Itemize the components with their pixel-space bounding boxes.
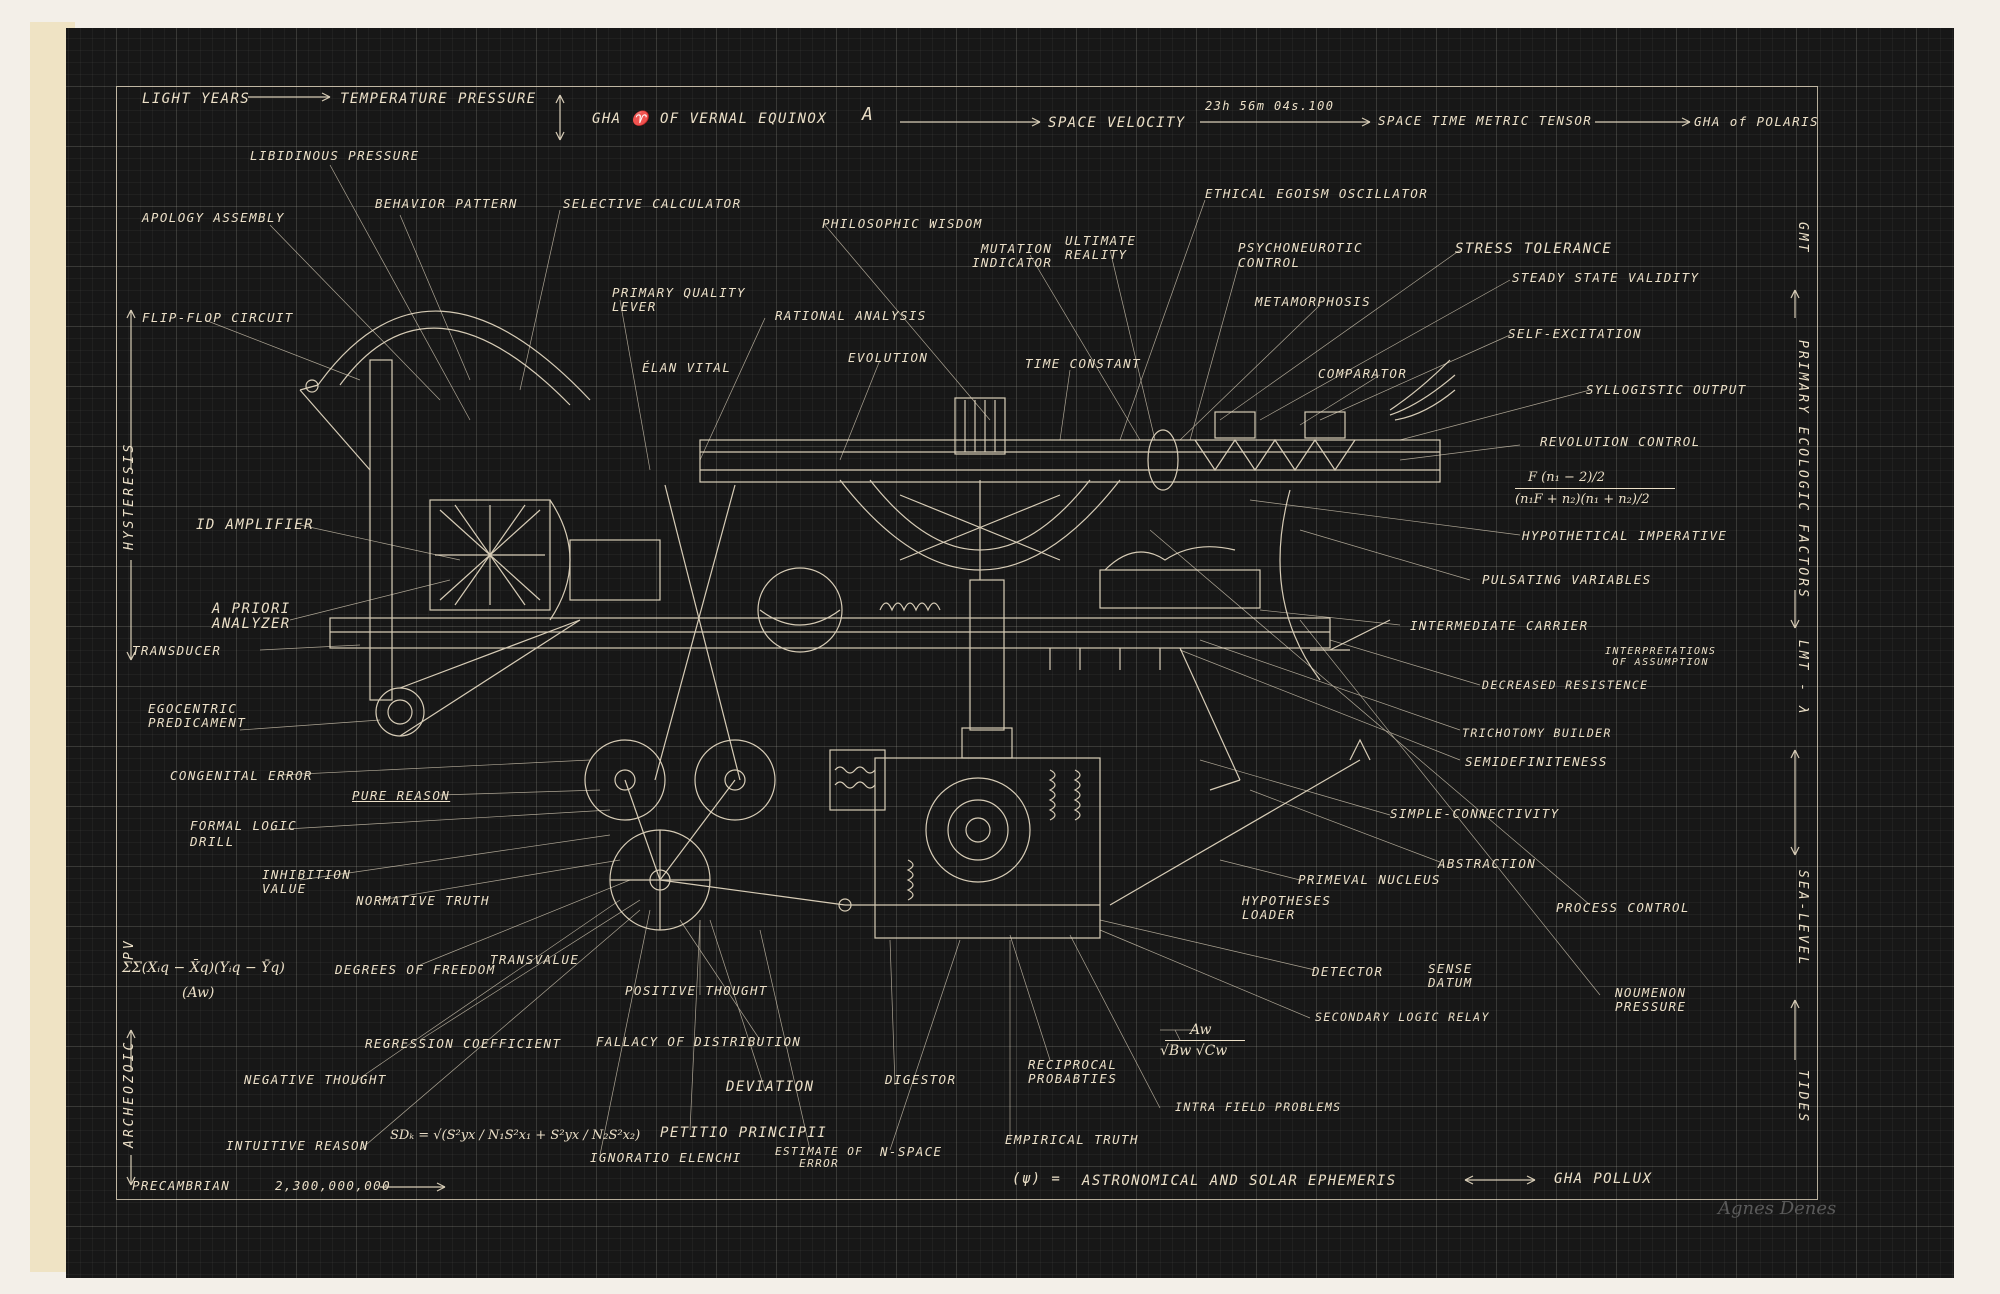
gha-polaris-label: GHA of POLARIS — [1694, 114, 1819, 129]
degrees-of-freedom-label: DEGREES OF FREEDOM — [335, 962, 496, 977]
self-excitation-label: SELF-EXCITATION — [1508, 326, 1642, 341]
space-velocity-label: SPACE VELOCITY — [1048, 115, 1186, 131]
psi-label: (ψ) = — [1012, 1171, 1062, 1187]
empirical-truth-label: EMPIRICAL TRUTH — [1005, 1132, 1139, 1147]
normative-truth-label: NORMATIVE TRUTH — [356, 893, 490, 908]
congenital-error-label: CONGENITAL ERROR — [170, 768, 313, 783]
deviation-label: DEVIATION — [726, 1079, 815, 1095]
transducer-label: TRANSDUCER — [132, 643, 222, 658]
egocentric-predicament-label: EGOCENTRIC PREDICAMENT — [148, 701, 247, 730]
time-value-label: 23h 56m 04s.100 — [1205, 99, 1335, 113]
psychoneurotic-control-label: PSYCHONEUROTIC CONTROL — [1238, 240, 1363, 270]
evolution-label: EVOLUTION — [848, 350, 929, 365]
secondary-logic-relay-label: SECONDARY LOGIC RELAY — [1315, 1010, 1490, 1024]
libidinous-pressure-label: LIBIDINOUS PRESSURE — [250, 148, 420, 163]
blueprint-sheet — [66, 28, 1954, 1278]
fallacy-label: FALLACY OF DISTRIBUTION — [596, 1034, 802, 1049]
gmt-label: GMT — [1795, 222, 1810, 255]
syllogistic-output-label: SYLLOGISTIC OUTPUT — [1586, 382, 1747, 397]
apology-assembly-label: APOLOGY ASSEMBLY — [142, 210, 285, 225]
rational-analysis-label: RATIONAL ANALYSIS — [775, 308, 927, 323]
n-space-label: N-SPACE — [880, 1144, 943, 1159]
simple-connectivity-label: SIMPLE-CONNECTIVITY — [1390, 806, 1560, 821]
temperature-pressure-label: TEMPERATURE PRESSURE — [340, 91, 537, 107]
time-constant-label: TIME CONSTANT — [1025, 356, 1142, 371]
sum-formula: ΣΣ(Xᵢq − X̄q)(Yᵢq − Ȳq) — [122, 960, 285, 976]
gha-pollux-label: GHA POLLUX — [1554, 1171, 1653, 1187]
primary-quality-lever-label: PRIMARY QUALITY LEVER — [612, 285, 746, 314]
archeozoic-label: ARCHEOZOIC — [122, 1039, 137, 1148]
behavior-pattern-label: BEHAVIOR PATTERN — [375, 196, 518, 211]
ethical-egoism-label: ETHICAL EGOISM OSCILLATOR — [1205, 186, 1429, 201]
trichotomy-builder-label: TRICHOTOMY BUILDER — [1462, 726, 1612, 740]
interpretations-label: INTERPRETATIONS OF ASSUMPTION — [1605, 646, 1717, 668]
intra-field-label: INTRA FIELD PROBLEMS — [1175, 1100, 1342, 1114]
space-time-label: SPACE TIME METRIC TENSOR — [1378, 113, 1593, 128]
hysteresis-label: HYSTERESIS — [122, 441, 137, 550]
positive-thought-label: POSITIVE THOUGHT — [625, 983, 768, 998]
estimate-of-error-label: ESTIMATE OF ERROR — [775, 1145, 864, 1171]
stress-tolerance-label: STRESS TOLERANCE — [1455, 241, 1613, 257]
selective-calculator-label: SELECTIVE CALCULATOR — [563, 196, 742, 211]
sense-datum-label: SENSE DATUM — [1428, 961, 1473, 990]
hypothetical-imperative-label: HYPOTHETICAL IMPERATIVE — [1522, 528, 1728, 543]
elan-vital-label: ÉLAN VITAL — [642, 360, 732, 375]
steady-state-label: STEADY STATE VALIDITY — [1512, 270, 1700, 285]
formal-logic-drill-label: FORMAL LOGIC DRILL — [190, 818, 298, 850]
sd-formula: SDₖ = √(S²yx / N₁S²x₁ + S²yx / N₂S²x₂) — [390, 1128, 641, 1143]
process-control-label: PROCESS CONTROL — [1556, 900, 1690, 915]
tides-label: TIDES — [1795, 1070, 1810, 1125]
petitio-principii-label: PETITIO PRINCIPII — [660, 1125, 828, 1141]
a-label: A — [862, 104, 875, 125]
aw-formula-num: Aw — [1190, 1022, 1212, 1038]
pv-label: PV — [122, 938, 137, 960]
intuitive-reason-label: INTUITIVE REASON — [226, 1138, 369, 1153]
id-amplifier-label: ID AMPLIFIER — [196, 517, 314, 533]
reciprocal-probabties-label: RECIPROCAL PROBABTIES — [1028, 1057, 1118, 1086]
decreased-resistence-label: DECREASED RESISTENCE — [1482, 678, 1649, 692]
primeval-nucleus-label: PRIMEVAL NUCLEUS — [1298, 872, 1441, 887]
digestor-label: DIGESTOR — [885, 1072, 957, 1087]
abstraction-label: ABSTRACTION — [1438, 856, 1537, 871]
f-formula-num: F (n₁ − 2)/2 — [1528, 470, 1605, 485]
a-priori-analyzer-label: A PRIORI ANALYZER — [212, 601, 291, 633]
sea-level-label: SEA-LEVEL — [1795, 870, 1810, 968]
ultimate-reality-label: ULTIMATE REALITY — [1065, 233, 1137, 262]
metamorphosis-label: METAMORPHOSIS — [1255, 294, 1372, 309]
gha-vernal-label: GHA ♈ OF VERNAL EQUINOX — [592, 111, 828, 127]
revolution-control-label: REVOLUTION CONTROL — [1540, 434, 1701, 449]
mutation-indicator-label: MUTATION INDICATOR — [972, 241, 1053, 270]
frame-border — [116, 86, 1818, 1200]
ephemeris-label: ASTRONOMICAL AND SOLAR EPHEMERIS — [1082, 1173, 1397, 1189]
semidefiniteness-label: SEMIDEFINITENESS — [1465, 754, 1608, 769]
detector-label: DETECTOR — [1312, 964, 1384, 979]
inhibition-value-label: INHIBITION VALUE — [262, 867, 352, 896]
pure-reason-label: PURE REASON — [352, 788, 451, 803]
comparator-label: COMPARATOR — [1318, 366, 1408, 381]
light-years-label: LIGHT YEARS — [142, 91, 251, 107]
philosophic-wisdom-label: PHILOSOPHIC WISDOM — [822, 216, 983, 231]
negative-thought-label: NEGATIVE THOUGHT — [244, 1072, 387, 1087]
aw-formula-bar — [1165, 1040, 1245, 1041]
flip-flop-label: FLIP-FLOP CIRCUIT — [142, 310, 294, 325]
artist-signature: Agnes Denes — [1718, 1198, 1837, 1219]
primary-ecologic-label: PRIMARY ECOLOGIC FACTORS — [1795, 340, 1810, 600]
hypotheses-loader-label: HYPOTHESES LOADER — [1242, 893, 1332, 922]
f-formula-den: (n₁F + n₂)(n₁ + n₂)/2 — [1515, 492, 1650, 507]
pulsating-variables-label: PULSATING VARIABLES — [1482, 572, 1652, 587]
ignoratio-elenchi-label: IGNORATIO ELENCHI — [590, 1150, 742, 1165]
aw-formula-den: √Bw √Cw — [1160, 1043, 1228, 1059]
years-label: 2,300,000,000 — [275, 1178, 392, 1193]
noumenon-pressure-label: NOUMENON PRESSURE — [1615, 985, 1687, 1014]
precambrian-label: PRECAMBRIAN — [132, 1178, 231, 1193]
sum-formula-den: (Aw) — [182, 985, 215, 1001]
intermediate-carrier-label: INTERMEDIATE CARRIER — [1410, 618, 1589, 633]
lmt-label: LMT - λ — [1795, 640, 1810, 716]
f-formula-bar — [1515, 488, 1675, 489]
transvalue-label: TRANSVALUE — [490, 952, 580, 967]
regression-coefficient-label: REGRESSION COEFFICIENT — [365, 1036, 562, 1051]
